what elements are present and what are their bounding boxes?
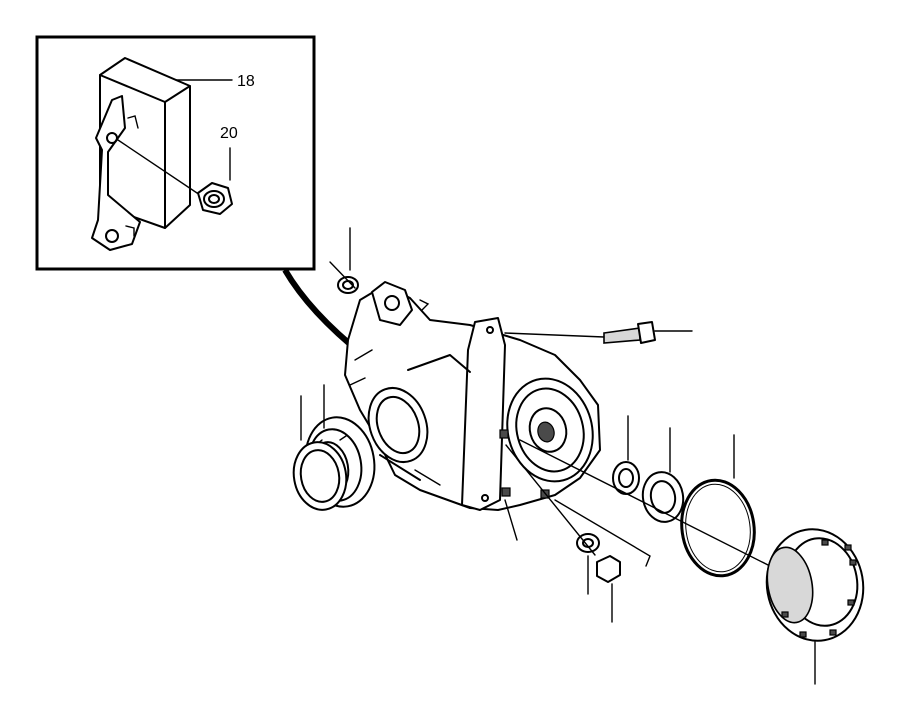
sealing-washer-top bbox=[329, 227, 359, 294]
axis-line bbox=[519, 439, 771, 567]
drain-plug bbox=[596, 555, 621, 623]
axis-drain bbox=[505, 444, 596, 556]
tab-mark-top bbox=[419, 299, 430, 311]
tab-mark-bottom bbox=[554, 499, 651, 567]
differential-housing bbox=[344, 281, 601, 511]
o-ring bbox=[680, 434, 756, 578]
drain-washer bbox=[576, 533, 600, 595]
oil-seal-small bbox=[612, 415, 640, 495]
callout-18: 18 bbox=[237, 73, 255, 90]
oil-seal-large bbox=[641, 427, 685, 523]
threaded-adjusting-ring bbox=[765, 528, 865, 685]
flange-nut bbox=[197, 182, 233, 215]
callout-20: 20 bbox=[220, 125, 238, 142]
leader-stud bbox=[504, 499, 518, 541]
mounting-bolt bbox=[504, 321, 693, 344]
control-module bbox=[91, 57, 204, 251]
inset-detail: 18 20 bbox=[35, 35, 316, 271]
